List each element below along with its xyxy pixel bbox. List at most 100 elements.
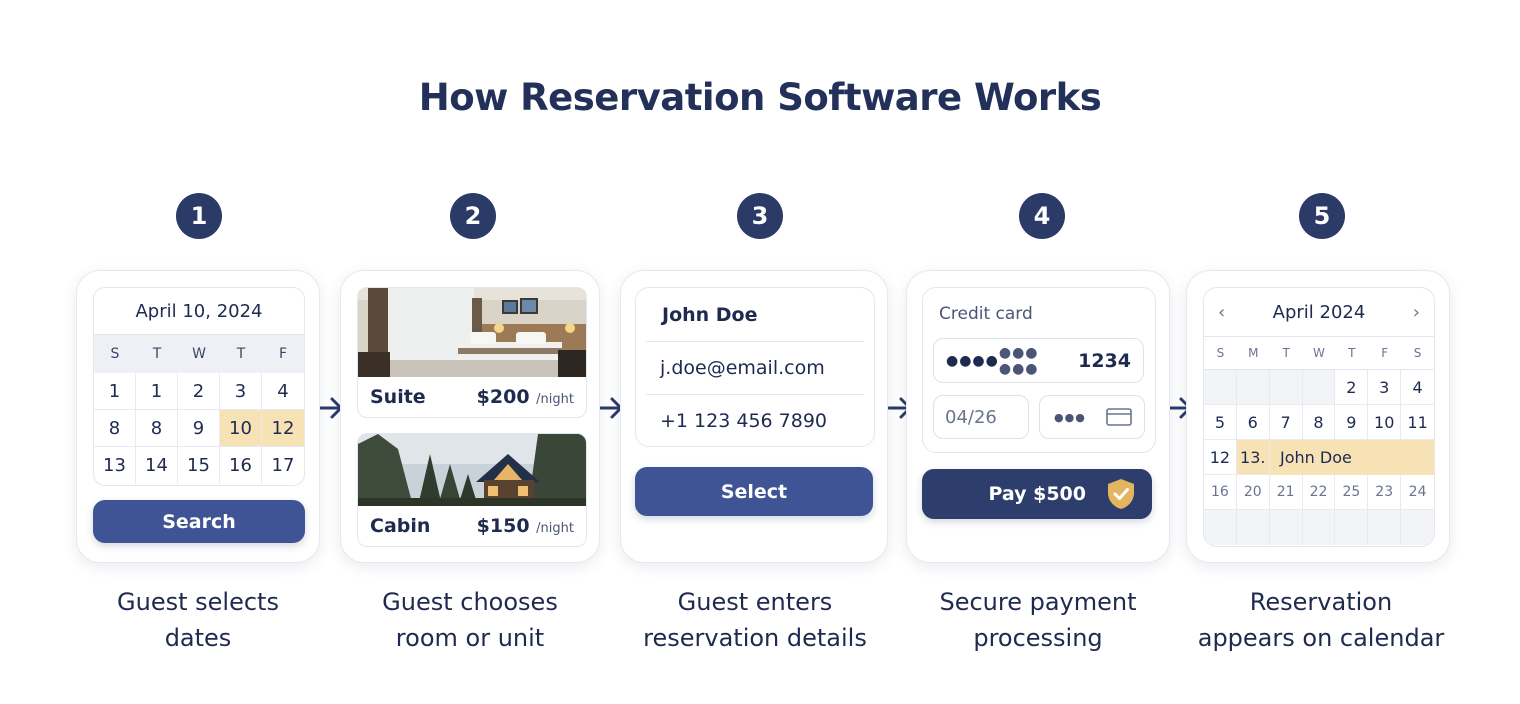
date-grid: 1 1 2 3 4 8 8 9 10 12 13 14 15 16 17 bbox=[94, 373, 304, 484]
guest-name-field[interactable]: John Doe bbox=[662, 303, 758, 326]
caption-line: appears on calendar bbox=[1197, 624, 1445, 652]
chevron-left-icon[interactable]: ‹ bbox=[1218, 301, 1226, 323]
room-name: Suite bbox=[370, 386, 426, 408]
calendar-cell[interactable]: 25 bbox=[1335, 475, 1369, 510]
calendar-cell[interactable]: 10 bbox=[1368, 405, 1402, 440]
step-4-badge: 4 bbox=[1019, 193, 1065, 239]
weekday-label: T bbox=[1348, 346, 1356, 360]
cabin-photo bbox=[358, 434, 586, 506]
date-cell[interactable]: 8 bbox=[136, 410, 178, 447]
weekday-label: T bbox=[236, 346, 246, 362]
payment-form: Credit card ●●●● ●●● ●●● 1234 04/26 ●●● bbox=[922, 287, 1156, 453]
weekday-label: S bbox=[1216, 346, 1225, 360]
price-value: $150 bbox=[476, 515, 530, 537]
step-1-card: April 10, 2024 S T W T F 1 1 2 3 4 8 8 9… bbox=[76, 270, 320, 563]
caption-line: reservation details bbox=[643, 624, 867, 652]
pay-button[interactable]: Pay $500 bbox=[922, 469, 1152, 519]
date-cell[interactable]: 1 bbox=[94, 373, 136, 410]
select-button[interactable]: Select bbox=[635, 467, 873, 516]
weekday-label: S bbox=[1413, 346, 1422, 360]
calendar-cell-empty bbox=[1302, 510, 1336, 545]
date-cell-selected[interactable]: 10 bbox=[220, 410, 262, 447]
calendar-cell-empty bbox=[1269, 510, 1303, 545]
calendar-cell-empty bbox=[1236, 370, 1270, 405]
date-cell[interactable]: 14 bbox=[136, 447, 178, 484]
calendar-cell[interactable]: 5 bbox=[1204, 405, 1237, 440]
price-unit: /night bbox=[536, 392, 574, 407]
shield-check-icon bbox=[1108, 479, 1134, 509]
calendar-cell-empty bbox=[1204, 510, 1237, 545]
masked-digits: ●●●● bbox=[946, 352, 999, 369]
calendar-cell[interactable]: 2 bbox=[1335, 370, 1369, 405]
calendar-cell-empty bbox=[1335, 510, 1369, 545]
step-5-card: ‹ April 2024 › S M T W T F S 2 3 4 5 6 7… bbox=[1186, 270, 1450, 563]
calendar-cell[interactable]: 9 bbox=[1335, 405, 1369, 440]
calendar-cell-empty bbox=[1236, 510, 1270, 545]
calendar-cell[interactable]: 24 bbox=[1401, 475, 1434, 510]
calendar-cell[interactable]: 8 bbox=[1302, 405, 1336, 440]
price-unit: /night bbox=[536, 521, 574, 536]
card-number-field[interactable]: ●●●● ●●● ●●● 1234 bbox=[933, 338, 1144, 383]
caption-line: Guest selects bbox=[117, 588, 279, 616]
weekday-label: F bbox=[1381, 346, 1389, 360]
date-cell[interactable]: 13 bbox=[94, 447, 136, 484]
reservation-event[interactable]: John Doe bbox=[1270, 440, 1434, 475]
calendar-cell[interactable]: 4 bbox=[1401, 370, 1434, 405]
room-option-suite[interactable]: Suite $200 /night bbox=[357, 287, 587, 418]
calendar-cell[interactable]: 21 bbox=[1269, 475, 1303, 510]
weekday-header: S M T W T F S bbox=[1204, 337, 1434, 370]
calendar-cell-empty bbox=[1302, 370, 1336, 405]
card-expiry-field[interactable]: 04/26 bbox=[933, 395, 1029, 439]
date-cell[interactable]: 16 bbox=[220, 447, 262, 484]
caption-line: dates bbox=[164, 624, 232, 652]
weekday-label: F bbox=[278, 346, 288, 362]
guest-phone-field[interactable]: +1 123 456 7890 bbox=[646, 394, 864, 447]
calendar-cell[interactable]: 7 bbox=[1269, 405, 1303, 440]
calendar-cell[interactable]: 12 bbox=[1204, 440, 1237, 475]
calendar-cell[interactable]: 16 bbox=[1204, 475, 1237, 510]
step-3-card: John Doe j.doe@email.com +1 123 456 7890… bbox=[620, 270, 888, 563]
credit-card-icon bbox=[1106, 408, 1132, 426]
weekday-label: T bbox=[1282, 346, 1290, 360]
calendar-cell[interactable]: 6 bbox=[1236, 405, 1270, 440]
step-3-caption: Guest enters reservation details bbox=[610, 584, 900, 656]
step-4-caption: Secure payment processing bbox=[906, 584, 1170, 656]
step-2-card: Suite $200 /night Cabin $ bbox=[340, 270, 600, 563]
guest-email-field[interactable]: j.doe@email.com bbox=[646, 341, 864, 394]
calendar-cell[interactable]: 3 bbox=[1368, 370, 1402, 405]
date-cell[interactable]: 2 bbox=[178, 373, 220, 410]
card-cvc-field[interactable]: ●●● bbox=[1039, 395, 1145, 439]
calendar-cell-empty bbox=[1204, 370, 1237, 405]
date-cell[interactable]: 17 bbox=[271, 455, 295, 476]
step-4-card: Credit card ●●●● ●●● ●●● 1234 04/26 ●●● … bbox=[906, 270, 1170, 563]
pay-button-label: Pay $500 bbox=[988, 483, 1086, 505]
step-1-caption: Guest selects dates bbox=[76, 584, 320, 656]
caption-line: Guest chooses bbox=[382, 588, 558, 616]
caption-line: room or unit bbox=[395, 624, 545, 652]
chevron-right-icon[interactable]: › bbox=[1412, 301, 1420, 323]
calendar-cell-empty bbox=[1368, 510, 1402, 545]
calendar-cell-booked[interactable]: 13. bbox=[1236, 440, 1270, 475]
weekday-label: S bbox=[110, 346, 120, 362]
calendar-cell[interactable]: 23 bbox=[1368, 475, 1402, 510]
caption-line: Secure payment bbox=[939, 588, 1137, 616]
calendar-header: ‹ April 2024 › bbox=[1204, 288, 1434, 337]
calendar-cell[interactable]: 11 bbox=[1401, 405, 1434, 440]
calendar-cell[interactable]: 20 bbox=[1236, 475, 1270, 510]
room-name: Cabin bbox=[370, 515, 431, 537]
booking-calendar: ‹ April 2024 › S M T W T F S 2 3 4 5 6 7… bbox=[1203, 287, 1435, 547]
date-cell[interactable]: 15 bbox=[178, 447, 220, 484]
step-2-caption: Guest chooses room or unit bbox=[340, 584, 600, 656]
calendar-cell[interactable]: 22 bbox=[1302, 475, 1336, 510]
date-cell[interactable]: 8 bbox=[94, 410, 136, 447]
date-cell-selected[interactable]: 12 bbox=[262, 410, 304, 447]
weekday-label: W bbox=[192, 346, 206, 362]
step-5-caption: Reservation appears on calendar bbox=[1176, 584, 1466, 656]
room-option-cabin[interactable]: Cabin $150 /night bbox=[357, 433, 587, 547]
search-button[interactable]: Search bbox=[93, 500, 305, 543]
date-cell[interactable]: 9 bbox=[178, 410, 220, 447]
date-cell[interactable]: 4 bbox=[262, 373, 304, 410]
date-cell[interactable]: 1 bbox=[136, 373, 178, 410]
step-5-badge: 5 bbox=[1299, 193, 1345, 239]
date-cell[interactable]: 3 bbox=[220, 373, 262, 410]
